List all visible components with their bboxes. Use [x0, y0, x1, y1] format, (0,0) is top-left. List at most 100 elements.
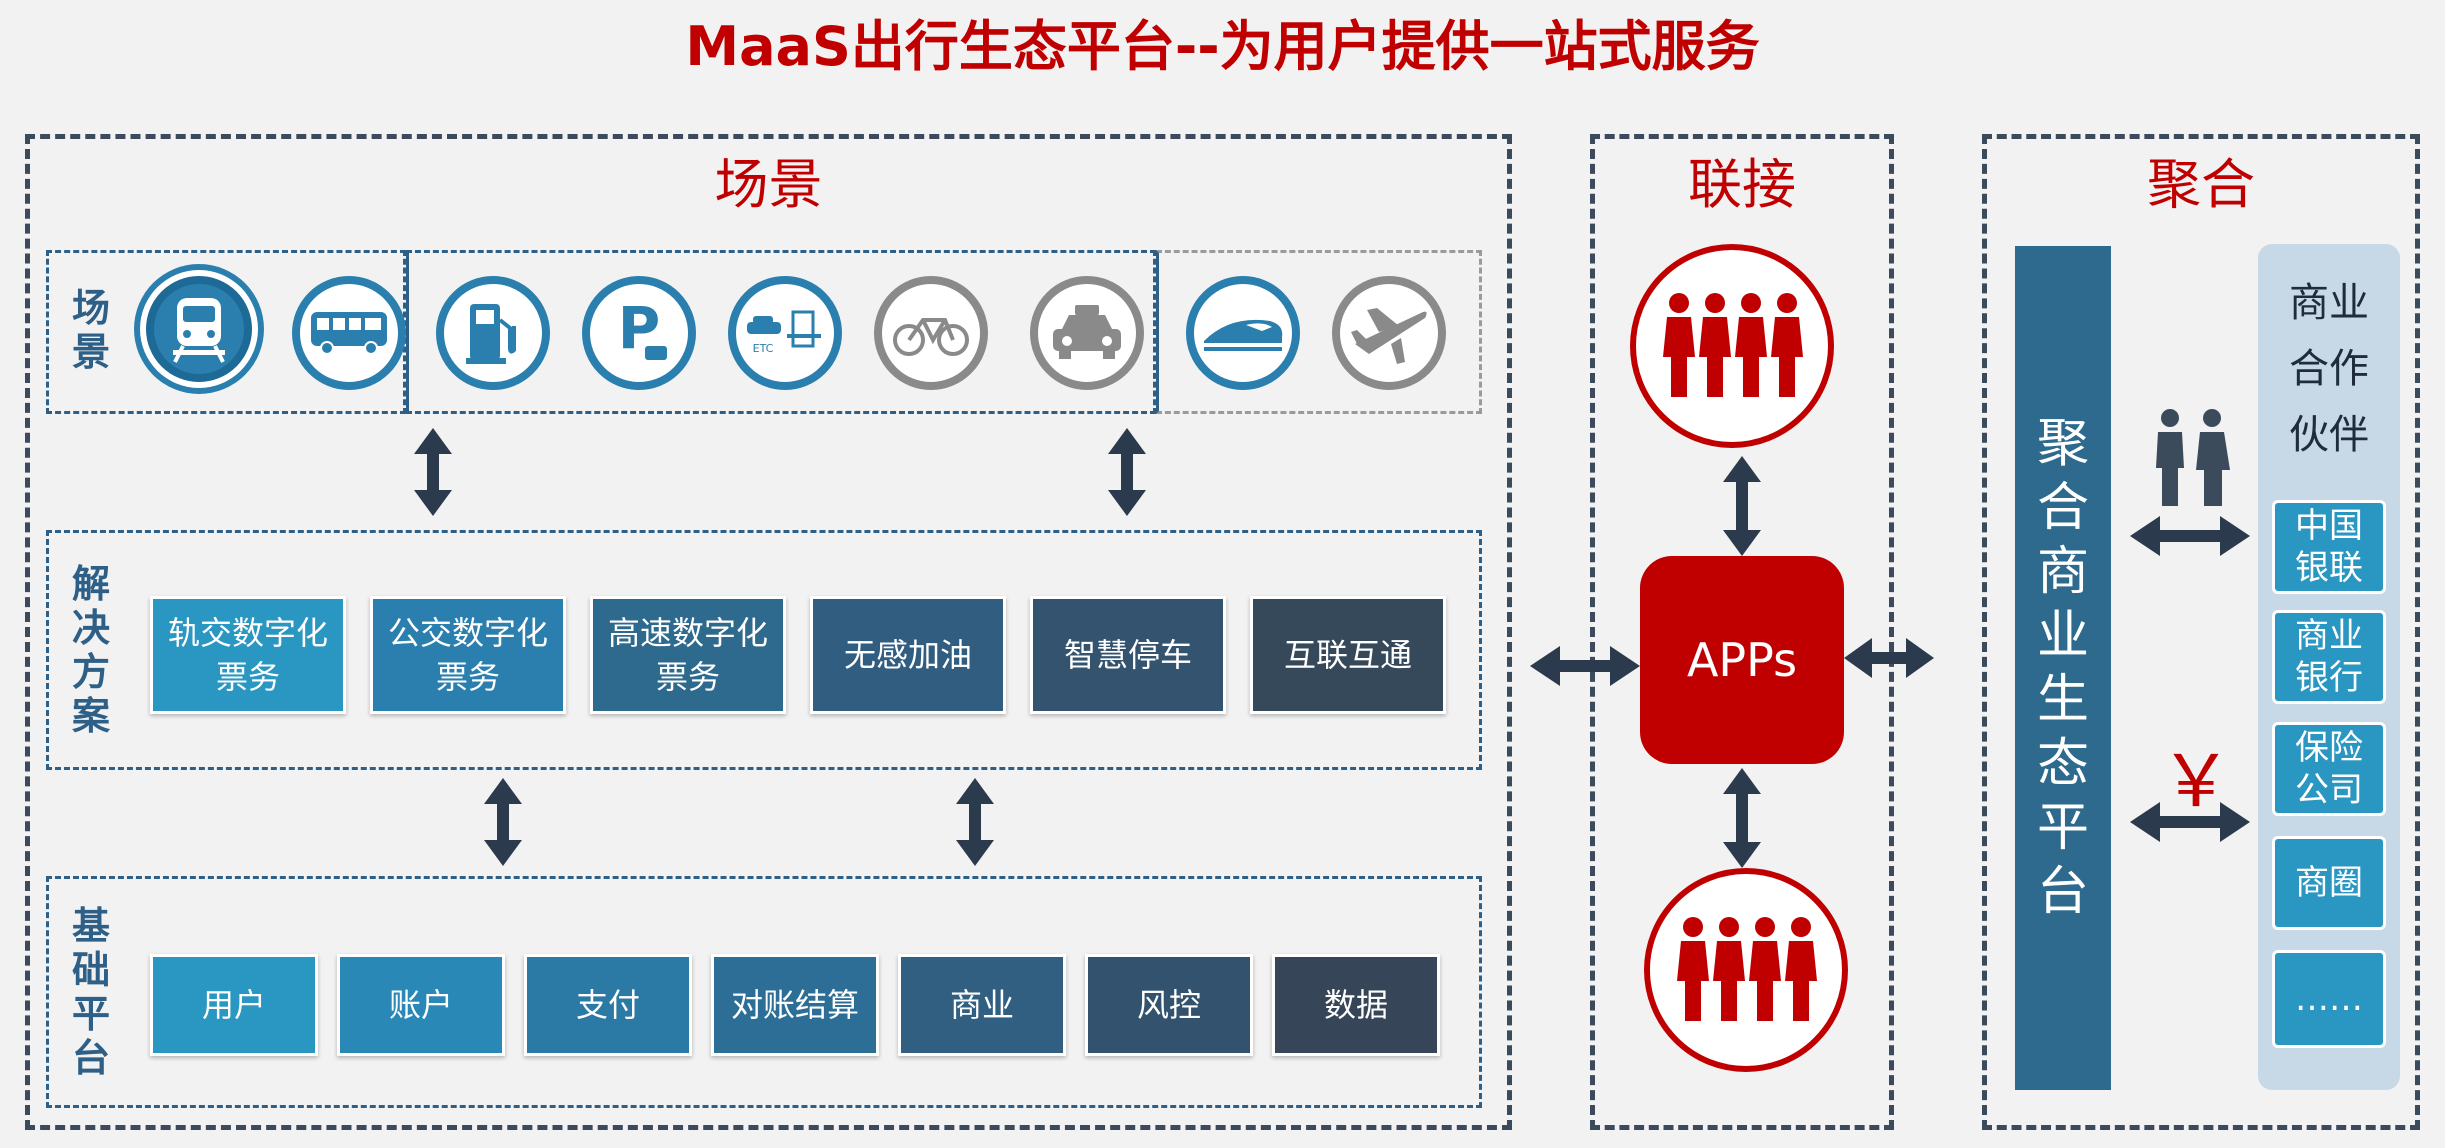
- partner-box-line: 银行: [2295, 658, 2363, 698]
- solution-row-label: 解 决 方 案: [66, 562, 116, 738]
- scene-solution-arrow-right: [1108, 428, 1146, 516]
- partner-box[interactable]: 保险公司: [2272, 722, 2386, 816]
- solution-box-line: 票务: [435, 658, 500, 696]
- solution-box[interactable]: 无感加油: [810, 596, 1006, 714]
- bicycle-icon: [874, 276, 988, 390]
- base-row-label-char-4: 台: [71, 1036, 110, 1080]
- solution-box-line: 轨交数字化: [167, 614, 328, 652]
- high-speed-train-icon: [1186, 276, 1300, 390]
- solution-box-label: 公交数字化票务: [388, 611, 548, 699]
- solution-box-line: 互联互通: [1283, 636, 1412, 674]
- solution-row-label-char-1: 解: [71, 562, 110, 606]
- aggregate-platform-char: 聚: [2036, 414, 2089, 474]
- partner-arrow: [2130, 516, 2250, 556]
- payment-arrow: [2130, 802, 2250, 842]
- solution-row-label-char-4: 案: [71, 694, 110, 738]
- solution-box[interactable]: 互联互通: [1250, 596, 1446, 714]
- solution-box-label: 智慧停车: [1064, 633, 1192, 677]
- base-platform-box[interactable]: 数据: [1272, 954, 1440, 1056]
- solution-row-label-char-2: 决: [71, 606, 110, 650]
- solution-base-arrow-left: [484, 778, 522, 866]
- users-icon-top: [1663, 293, 1803, 397]
- base-platform-box[interactable]: 商业: [898, 954, 1066, 1056]
- solution-box[interactable]: 轨交数字化票务: [150, 596, 346, 714]
- solution-box-label: 互联互通: [1284, 633, 1412, 677]
- users-group-top: [1630, 244, 1834, 448]
- base-row-label-char-2: 础: [71, 948, 110, 992]
- users-group-bottom: [1644, 868, 1848, 1072]
- connect-aggregate-arrow: [1844, 638, 1934, 678]
- svg-text:ETC: ETC: [753, 342, 774, 355]
- aggregate-platform-char: 态: [2036, 734, 2089, 794]
- base-platform-box[interactable]: 用户: [150, 954, 318, 1056]
- page-title: MaaS出行生态平台--为用户提供一站式服务: [685, 15, 1760, 78]
- partners-title-line: 合作: [2289, 346, 2369, 392]
- partner-box-label: 中国银联: [2295, 505, 2363, 589]
- solution-box[interactable]: 高速数字化票务: [590, 596, 786, 714]
- partner-box[interactable]: 中国银联: [2272, 500, 2386, 594]
- partner-box-line: 公司: [2295, 770, 2363, 810]
- users-icon-bottom: [1677, 917, 1817, 1021]
- partner-box-label: ……: [2295, 979, 2363, 1019]
- taxi-icon: [1030, 276, 1144, 390]
- base-row: [46, 876, 1482, 1108]
- partners-title-line: 伙伴: [2289, 412, 2369, 458]
- airplane-icon: [1332, 276, 1446, 390]
- solution-box-label: 无感加油: [844, 633, 972, 677]
- scene-connect-arrow: [1530, 646, 1640, 686]
- partner-box-label: 商业银行: [2295, 615, 2363, 699]
- partner-box-line: 中国: [2295, 506, 2363, 546]
- aggregate-platform-char: 合: [2036, 478, 2089, 538]
- partner-box-line: 商业: [2295, 616, 2363, 656]
- solution-row: [46, 530, 1482, 770]
- solution-row-label-char-3: 方: [71, 650, 110, 694]
- scene-panel: [25, 134, 1512, 1130]
- users-apps-arrow-bottom: [1723, 768, 1761, 868]
- base-platform-box[interactable]: 对账结算: [711, 954, 879, 1056]
- solution-box-line: 高速数字化: [607, 614, 768, 652]
- partner-box-label: 保险公司: [2295, 727, 2363, 811]
- partner-people-icon: [2156, 409, 2230, 506]
- aggregate-panel: [1982, 134, 2420, 1130]
- aggregate-platform-char: 商: [2036, 542, 2089, 602]
- users-apps-arrow-top: [1723, 456, 1761, 556]
- partner-box[interactable]: 商业银行: [2272, 610, 2386, 704]
- partner-box[interactable]: 商圈: [2272, 836, 2386, 930]
- connect-panel: [1590, 134, 1894, 1130]
- scene-row-label-char-1: 场: [71, 286, 110, 330]
- bus-icon: [292, 276, 406, 390]
- solution-box-line: 票务: [215, 658, 280, 696]
- scene-solution-arrow-left: [414, 428, 452, 516]
- scene-row-label-char-2: 景: [71, 330, 110, 374]
- partner-box-label: 商圈: [2295, 863, 2363, 903]
- scene-row-label: 场 景: [66, 286, 116, 374]
- base-platform-box[interactable]: 支付: [524, 954, 692, 1056]
- metro-icon: [146, 276, 252, 382]
- solution-box-line: 公交数字化: [387, 614, 548, 652]
- base-row-label-char-1: 基: [71, 904, 110, 948]
- scene-row-middle: [406, 250, 1156, 414]
- aggregate-platform-char: 台: [2036, 862, 2089, 922]
- base-row-label: 基 础 平 台: [66, 904, 116, 1080]
- etc-toll-icon: ETC: [728, 276, 842, 390]
- partner-box[interactable]: ……: [2272, 950, 2386, 1048]
- apps-button[interactable]: APPs: [1640, 556, 1844, 764]
- gas-station-icon: [436, 276, 550, 390]
- aggregate-platform-char: 平: [2036, 798, 2089, 858]
- base-platform-box[interactable]: 账户: [337, 954, 505, 1056]
- aggregate-platform-char: 生: [2036, 670, 2089, 730]
- partner-box-line: 保险: [2295, 728, 2363, 768]
- solution-box[interactable]: 智慧停车: [1030, 596, 1226, 714]
- partner-box-line: 银联: [2295, 548, 2363, 588]
- base-platform-box[interactable]: 风控: [1085, 954, 1253, 1056]
- solution-box-label: 轨交数字化票务: [168, 611, 328, 699]
- partners-title-line: 商业: [2289, 280, 2369, 326]
- scene-row-right: [1156, 250, 1482, 414]
- solution-box[interactable]: 公交数字化票务: [370, 596, 566, 714]
- solution-box-line: 无感加油: [843, 636, 972, 674]
- partners-title: 商业合作伙伴: [2258, 270, 2400, 468]
- aggregate-platform-bar: 聚合商业生态平台: [2015, 246, 2111, 1090]
- connect-panel-title: 联接: [1688, 153, 1796, 216]
- base-row-label-char-3: 平: [71, 992, 110, 1036]
- solution-box-line: 票务: [655, 658, 720, 696]
